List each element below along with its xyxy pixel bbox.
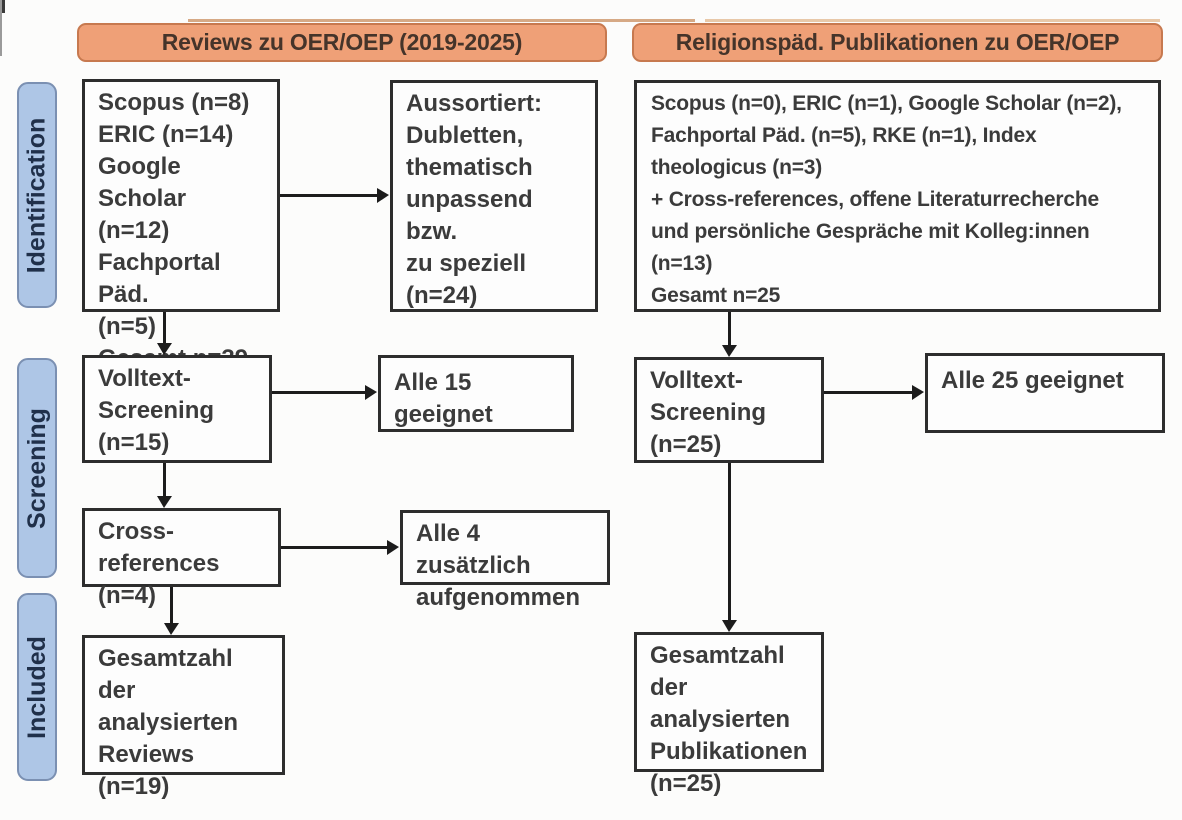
arrow-sources-to-volltext-publikationen — [722, 312, 737, 357]
header-reviews: Reviews zu OER/OEP (2019-2025) — [77, 23, 607, 62]
box-gesamtzahl-publikationen-text: Gesamtzahl der analysierten Publikatione… — [650, 642, 808, 797]
box-sources-religionspaed: Scopus (n=0), ERIC (n=1), Google Scholar… — [634, 80, 1161, 312]
arrow-volltext-to-crossref — [157, 463, 172, 508]
box-cross-references-text: Cross-references (n=4) — [98, 518, 220, 609]
header-religionspaed: Religionspäd. Publikationen zu OER/OEP — [632, 23, 1163, 62]
box-aussortiert: Aussortiert: Dubletten, thematisch unpas… — [390, 80, 598, 312]
box-alle-4-aufgenommen: Alle 4 zusätzlich aufgenommen — [400, 510, 610, 611]
box-gesamtzahl-publikationen: Gesamtzahl der analysierten Publikatione… — [634, 632, 824, 797]
scan-artifact-top-tan-line-left — [188, 19, 695, 22]
box-alle-15-geeignet-text: Alle 15 geeignet — [394, 369, 493, 428]
box-sources-reviews: Scopus (n=8) ERIC (n=14) Google Scholar … — [82, 79, 280, 372]
box-alle-4-aufgenommen-text: Alle 4 zusätzlich aufgenommen — [416, 520, 581, 611]
stage-identification-label: Identification — [22, 117, 51, 273]
scan-artifact-corner-smudge — [0, 0, 5, 13]
box-cross-references: Cross-references (n=4) — [82, 508, 281, 609]
box-volltext-screening-reviews-text: Volltext- Screening (n=15) — [98, 365, 215, 456]
box-gesamtzahl-reviews-text: Gesamtzahl der analysierten Reviews (n=1… — [98, 645, 239, 800]
box-alle-15-geeignet: Alle 15 geeignet — [378, 355, 574, 432]
stage-screening-label: Screening — [22, 407, 51, 529]
box-volltext-screening-reviews: Volltext- Screening (n=15) — [82, 355, 272, 463]
box-gesamtzahl-reviews: Gesamtzahl der analysierten Reviews (n=1… — [82, 635, 285, 800]
header-reviews-label: Reviews zu OER/OEP (2019-2025) — [161, 29, 523, 55]
arrow-crossref-to-alle4 — [281, 540, 399, 555]
stage-included: Included — [17, 593, 57, 781]
arrow-sources-to-volltext-reviews — [157, 312, 172, 355]
arrow-volltext-to-gesamt-publikationen — [722, 463, 737, 632]
stage-screening: Screening — [17, 358, 57, 578]
header-religionspaed-label: Religionspäd. Publikationen zu OER/OEP — [675, 29, 1120, 55]
box-aussortiert-text: Aussortiert: Dubletten, thematisch unpas… — [406, 90, 543, 309]
box-volltext-screening-publikationen: Volltext- Screening (n=25) — [634, 357, 824, 463]
box-sources-religionspaed-text: Scopus (n=0), ERIC (n=1), Google Scholar… — [651, 92, 1122, 307]
scan-artifact-top-tan-line-right — [705, 19, 1160, 22]
arrow-crossref-to-gesamt-reviews — [164, 587, 179, 635]
arrow-sources-to-aussortiert — [280, 188, 389, 203]
arrow-volltext-publikationen-to-alle25 — [824, 385, 924, 400]
box-alle-25-geeignet: Alle 25 geeignet — [925, 353, 1165, 433]
scan-artifact-left-edge-line — [0, 0, 2, 56]
box-sources-reviews-text: Scopus (n=8) ERIC (n=14) Google Scholar … — [98, 89, 250, 372]
box-alle-25-geeignet-text: Alle 25 geeignet — [941, 367, 1124, 394]
stage-included-label: Included — [22, 635, 51, 739]
box-volltext-screening-publikationen-text: Volltext- Screening (n=25) — [650, 367, 767, 458]
arrow-volltext-reviews-to-alle15 — [272, 385, 377, 400]
stage-identification: Identification — [17, 82, 57, 308]
